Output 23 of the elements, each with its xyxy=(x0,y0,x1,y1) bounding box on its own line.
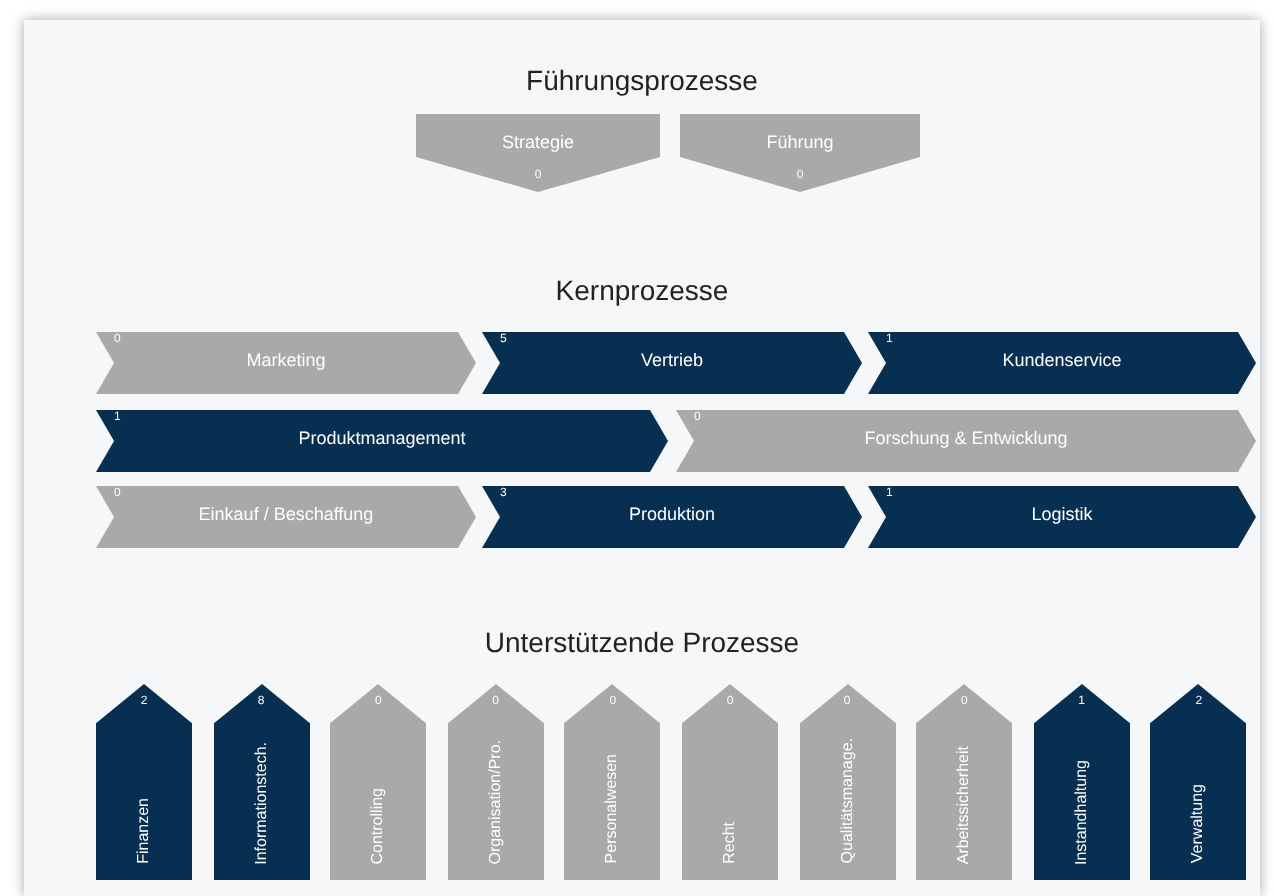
section-heading: Unterstützende Prozesse xyxy=(482,626,802,658)
process-label: Vertrieb xyxy=(638,349,706,369)
process-label: Recht xyxy=(720,822,738,864)
process-label: Instandhaltung xyxy=(1071,759,1090,864)
process-label: Informationstech. xyxy=(251,741,270,864)
section-heading: Kernprozesse xyxy=(553,274,731,306)
process-label: Qualitätsmanage. xyxy=(837,738,856,864)
process-label: Verwaltung xyxy=(1188,784,1207,864)
process-label: Einkauf / Beschaffung xyxy=(196,503,376,523)
process-label: Marketing xyxy=(244,349,328,369)
process-label: Finanzen xyxy=(134,798,152,864)
process-label: Controlling xyxy=(368,787,387,864)
process-label: Personalwesen xyxy=(602,754,621,864)
process-label: Logistik xyxy=(1029,503,1095,523)
process-label: Strategie xyxy=(499,132,577,152)
process-label: Kundenservice xyxy=(1000,349,1124,369)
process-label: Forschung & Entwicklung xyxy=(862,427,1070,447)
process-label: Organisation/Pro. xyxy=(485,739,504,864)
process-label: Führung xyxy=(764,132,836,152)
section-heading: Führungsprozesse xyxy=(524,64,760,96)
process-label: Produktion xyxy=(626,503,718,523)
process-label: Arbeitssicherheit xyxy=(954,745,973,864)
process-label: Produktmanagement xyxy=(296,427,468,447)
